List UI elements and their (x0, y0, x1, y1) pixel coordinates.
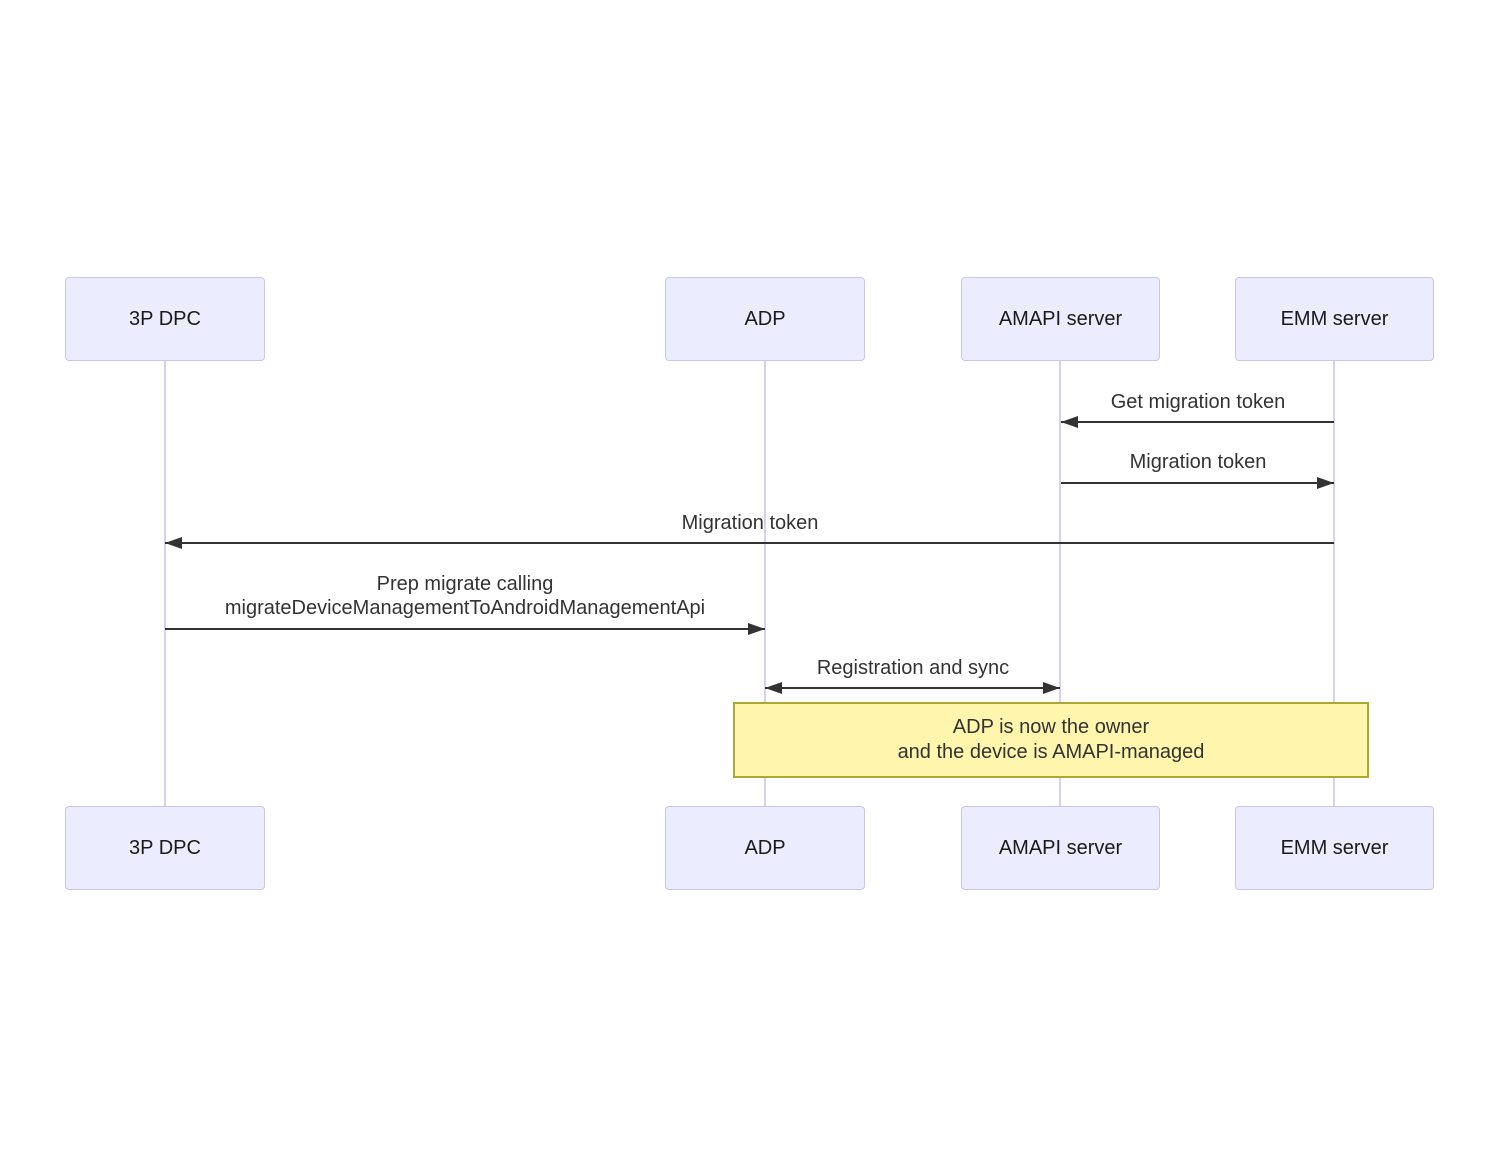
lifeline-adp (764, 360, 766, 806)
arrowhead-right-icon (1043, 682, 1060, 694)
participant-label: AMAPI server (998, 307, 1123, 330)
note-adp-owner: ADP is now the owner and the device is A… (733, 702, 1369, 778)
message-label-get-migration-token: Get migration token (1110, 391, 1286, 413)
message-label-registration-and-sync: Registration and sync (816, 657, 1010, 679)
arrowhead-right-icon (1317, 477, 1334, 489)
participant-label: EMM server (1280, 836, 1389, 859)
arrow-prep-migrate (165, 623, 765, 635)
participant-adp-top: ADP (665, 277, 865, 361)
arrow-get-migration-token (1061, 416, 1334, 428)
participant-amapi-server-top: AMAPI server (961, 277, 1160, 361)
participant-3p-dpc-bottom: 3P DPC (65, 806, 265, 890)
participant-3p-dpc-top: 3P DPC (65, 277, 265, 361)
arrowhead-left-icon (1061, 416, 1078, 428)
participant-emm-server-bottom: EMM server (1235, 806, 1434, 890)
participant-amapi-server-bottom: AMAPI server (961, 806, 1160, 890)
arrow-migration-token-to-dpc (165, 537, 1334, 549)
arrow-migration-token-return (1061, 477, 1334, 489)
participant-label: ADP (744, 836, 786, 859)
lifeline-3p-dpc (164, 360, 166, 806)
note-text: ADP is now the owner and the device is A… (897, 716, 1205, 763)
participant-label: 3P DPC (129, 836, 201, 859)
participant-label: 3P DPC (129, 307, 201, 330)
message-label-prep-migrate: Prep migrate calling migrateDeviceManage… (224, 573, 706, 619)
arrowhead-left-icon (765, 682, 782, 694)
participant-label: ADP (744, 307, 786, 330)
arrowhead-left-icon (165, 537, 182, 549)
lifeline-emm-server (1333, 360, 1335, 806)
arrow-registration-and-sync (765, 682, 1060, 694)
lifeline-amapi-server (1059, 360, 1061, 806)
participant-adp-bottom: ADP (665, 806, 865, 890)
message-label-migration-token-to-dpc: Migration token (681, 512, 819, 534)
arrowhead-right-icon (748, 623, 765, 635)
participant-emm-server-top: EMM server (1235, 277, 1434, 361)
participant-label: AMAPI server (998, 836, 1123, 859)
message-label-migration-token-return: Migration token (1129, 451, 1267, 473)
participant-label: EMM server (1280, 307, 1389, 330)
